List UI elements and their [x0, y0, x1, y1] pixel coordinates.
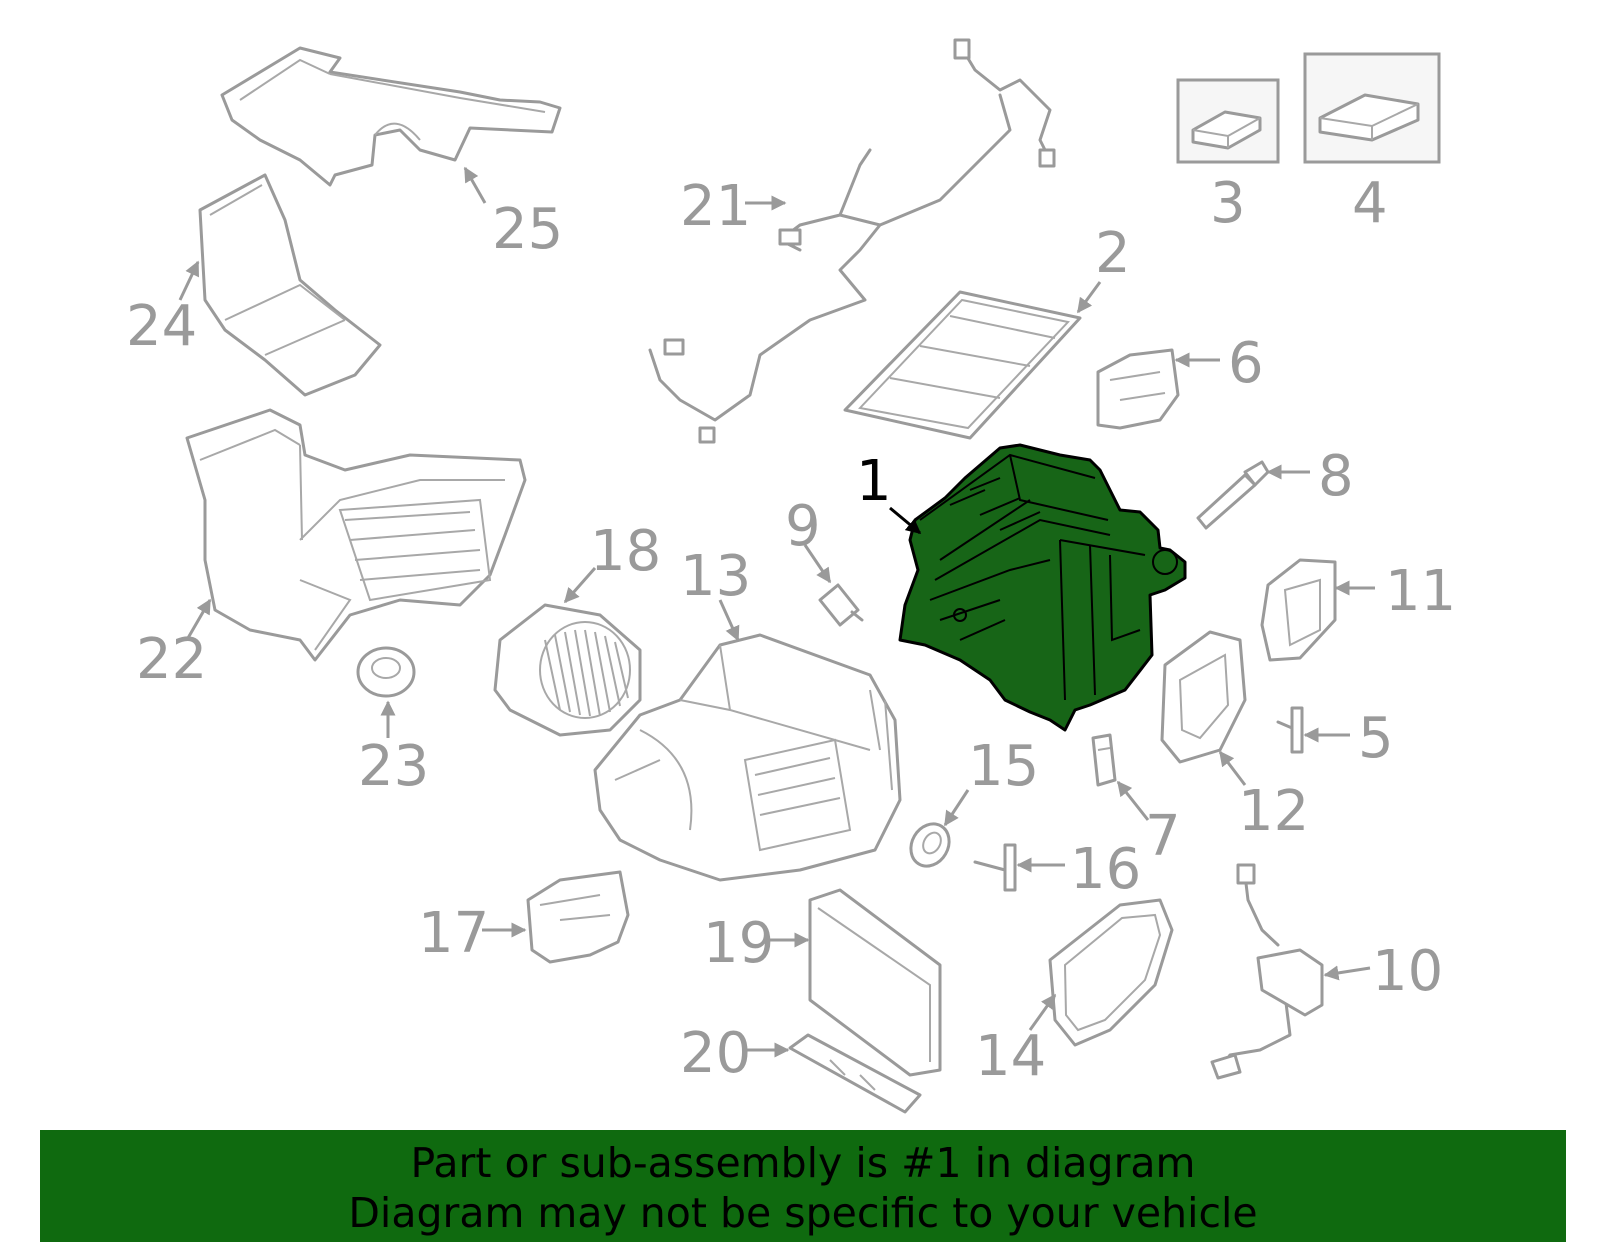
- callout-21: 21: [680, 174, 751, 239]
- caption-line-2: Diagram may not be specific to your vehi…: [348, 1189, 1258, 1237]
- part-4-kit: [1303, 52, 1441, 164]
- callout-7: 7: [1145, 804, 1181, 869]
- part-18-blower-motor: [493, 603, 642, 737]
- part-1-hvac-assembly-highlighted: [898, 443, 1187, 732]
- part-8-sensor: [1196, 460, 1270, 530]
- callout-10: 10: [1372, 939, 1443, 1004]
- part-25-upper-duct: [220, 46, 562, 187]
- callout-12: 12: [1238, 779, 1309, 844]
- callout-14: 14: [975, 1024, 1046, 1089]
- part-2-filter-frame: [843, 290, 1082, 440]
- leader-10: [1323, 965, 1371, 981]
- part-19-cabin-filter: [808, 888, 942, 1077]
- leader-7: [1116, 780, 1150, 821]
- part-9-sensor: [818, 583, 864, 627]
- part-5-screw: [1276, 706, 1304, 754]
- part-12-actuator-housing: [1160, 630, 1247, 764]
- callout-16: 16: [1070, 837, 1141, 902]
- callout-9: 9: [785, 494, 821, 559]
- part-24-duct-elbow: [198, 173, 382, 397]
- part-20-bracket: [788, 1033, 922, 1114]
- callout-22: 22: [136, 627, 207, 692]
- part-22-lower-housing: [185, 408, 527, 662]
- callout-15: 15: [968, 734, 1039, 799]
- part-15-seal: [909, 822, 951, 868]
- leader-2: [1076, 281, 1102, 314]
- leader-15: [943, 789, 970, 827]
- callout-6: 6: [1228, 331, 1264, 396]
- part-10-hose: [1210, 863, 1324, 1080]
- leader-14: [1028, 993, 1057, 1031]
- callout-5: 5: [1358, 706, 1394, 771]
- callout-2: 2: [1095, 221, 1131, 286]
- callout-19: 19: [703, 911, 774, 976]
- part-17-actuator: [526, 870, 630, 964]
- leader-24: [178, 260, 200, 301]
- leader-9: [803, 544, 832, 584]
- part-14-gasket: [1048, 898, 1174, 1047]
- part-6-actuator: [1096, 348, 1180, 430]
- callout-23: 23: [358, 734, 429, 799]
- callout-11: 11: [1385, 559, 1456, 624]
- part-13-hvac-case: [593, 633, 902, 882]
- part-7-clip: [1091, 733, 1117, 787]
- part-3-kit: [1176, 78, 1280, 164]
- callout-3: 3: [1210, 171, 1246, 236]
- callout-1: 1: [856, 449, 892, 514]
- parts-diagram: 25 24 22 23 18 13: [126, 38, 1456, 1114]
- leader-12: [1218, 750, 1247, 786]
- part-16-bolt: [973, 843, 1017, 892]
- caption-banner: Part or sub-assembly is #1 in diagram Di…: [40, 1130, 1566, 1242]
- part-21-wiring-harness: [648, 38, 1056, 444]
- callout-13: 13: [680, 544, 751, 609]
- leader-13: [718, 599, 740, 642]
- callout-20: 20: [680, 1021, 751, 1086]
- callout-8: 8: [1318, 444, 1354, 509]
- leader-1: [889, 506, 922, 535]
- part-11-actuator: [1260, 558, 1337, 662]
- leader-25: [463, 166, 487, 204]
- callout-18: 18: [590, 519, 661, 584]
- part-23-grommet: [356, 646, 416, 698]
- leader-22: [186, 598, 212, 639]
- callout-24: 24: [126, 294, 197, 359]
- caption-line-1: Part or sub-assembly is #1 in diagram: [410, 1139, 1196, 1187]
- callout-4: 4: [1352, 171, 1388, 236]
- callout-25: 25: [492, 197, 563, 262]
- leader-18: [563, 567, 597, 604]
- callout-17: 17: [418, 901, 489, 966]
